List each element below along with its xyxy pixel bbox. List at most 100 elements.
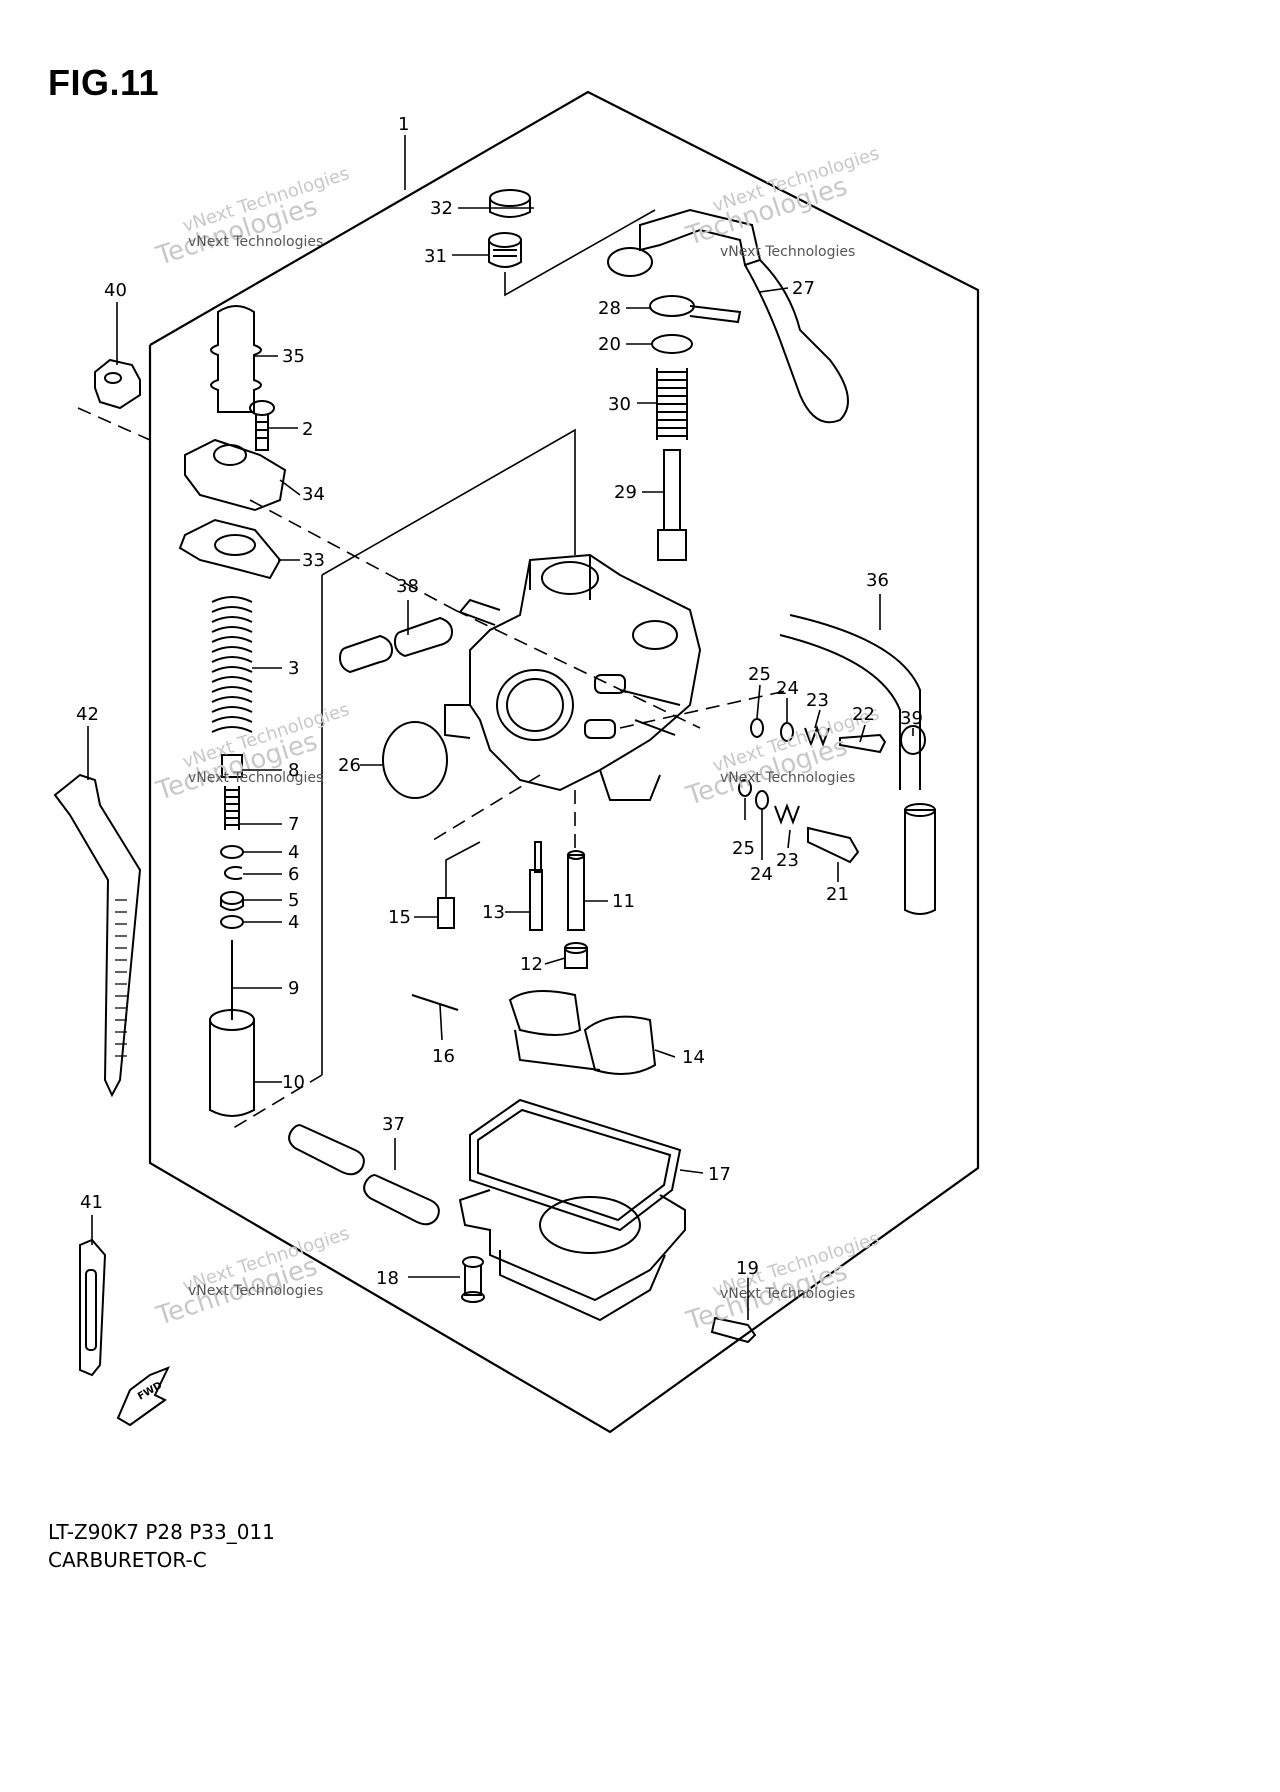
callout-29: 29 xyxy=(614,482,637,503)
fwd-arrow-icon: FWD xyxy=(116,1366,171,1427)
part-6-clip xyxy=(223,866,243,880)
callout-40: 40 xyxy=(104,280,127,301)
assembly-boundary xyxy=(148,90,980,1434)
part-34-top xyxy=(184,438,287,512)
part-40-nut xyxy=(94,358,141,410)
part-2-screw xyxy=(249,400,275,451)
part-22-screw xyxy=(839,733,887,754)
callout-9: 9 xyxy=(288,978,299,999)
callout-21: 21 xyxy=(826,884,849,905)
part-21-screw xyxy=(807,826,860,864)
svg-text:vNext Technologies: vNext Technologies xyxy=(720,244,855,260)
callout-17: 17 xyxy=(708,1164,731,1185)
callout-2: 2 xyxy=(302,419,313,440)
svg-text:vNext Technologies: vNext Technologies xyxy=(188,770,323,786)
callout-11: 11 xyxy=(612,891,635,912)
leader-lines xyxy=(87,207,914,1320)
callout-8: 8 xyxy=(288,760,299,781)
callout-32: 32 xyxy=(430,198,453,219)
part-8-plate xyxy=(221,754,243,778)
part-5-collar xyxy=(220,891,244,911)
callout-16: 16 xyxy=(432,1046,455,1067)
callout-22: 22 xyxy=(852,704,875,725)
part-33-gasket xyxy=(178,518,282,580)
svg-text:vNext Technologies: vNext Technologies xyxy=(720,1286,855,1302)
callout-25a: 25 xyxy=(748,664,771,685)
callout-19: 19 xyxy=(736,1258,759,1279)
part-20-oring xyxy=(651,334,693,354)
part-4-washer-bottom xyxy=(220,915,244,929)
diagram-name: CARBURETOR-C xyxy=(48,1548,207,1572)
svg-text:vNext Technologies: vNext Technologies xyxy=(188,1283,323,1299)
callout-20: 20 xyxy=(598,334,621,355)
svg-text:vNext Technologies: vNext Technologies xyxy=(188,234,323,250)
part-7-spring xyxy=(224,786,240,830)
part-12-main-jet xyxy=(564,942,588,969)
part-36-hose xyxy=(779,614,936,915)
part-24-ring-lower xyxy=(755,790,769,810)
part-35-boot xyxy=(210,305,262,413)
part-38-pipes xyxy=(338,616,454,674)
part-11-emulsion-tube xyxy=(567,850,585,931)
part-27-choke-lever xyxy=(607,208,849,424)
callout-41: 41 xyxy=(80,1192,103,1213)
callout-5: 5 xyxy=(288,890,299,911)
callout-42: 42 xyxy=(76,704,99,725)
callout-7: 7 xyxy=(288,814,299,835)
part-float-bowl xyxy=(458,1189,686,1322)
callout-26: 26 xyxy=(338,755,361,776)
callout-27: 27 xyxy=(792,278,815,299)
part-37-pipe xyxy=(288,1124,440,1226)
callout-38: 38 xyxy=(396,576,419,597)
part-32-cap xyxy=(489,189,531,218)
callout-25b: 25 xyxy=(732,838,755,859)
callout-6: 6 xyxy=(288,864,299,885)
callout-33: 33 xyxy=(302,550,325,571)
part-42-cable-tie xyxy=(53,773,142,1098)
part-25-washer-lower xyxy=(738,779,752,797)
part-16-pin xyxy=(411,994,459,1011)
callout-18: 18 xyxy=(376,1268,399,1289)
callout-4a: 4 xyxy=(288,842,299,863)
callout-3: 3 xyxy=(288,658,299,679)
callout-30: 30 xyxy=(608,394,631,415)
part-24-ring-upper xyxy=(780,722,794,742)
part-10-throttle-valve xyxy=(209,1009,255,1117)
part-19-drain-screw xyxy=(710,1316,757,1344)
callout-24b: 24 xyxy=(750,864,773,885)
diagram-code: LT-Z90K7 P28 P33_011 xyxy=(48,1520,275,1544)
callout-28: 28 xyxy=(598,298,621,319)
alignment-lines xyxy=(77,407,791,855)
part-18-screw xyxy=(461,1256,485,1303)
callout-10: 10 xyxy=(282,1072,305,1093)
callout-24a: 24 xyxy=(776,678,799,699)
part-13-jet-needle xyxy=(529,841,543,931)
part-28-plate xyxy=(649,295,742,324)
callout-4b: 4 xyxy=(288,912,299,933)
callout-12: 12 xyxy=(520,954,543,975)
part-30-spring xyxy=(656,368,688,440)
part-4-washer-top xyxy=(220,845,244,859)
part-23-spring-upper xyxy=(804,725,830,747)
callout-23a: 23 xyxy=(806,690,829,711)
callout-23b: 23 xyxy=(776,850,799,871)
callout-35: 35 xyxy=(282,346,305,367)
callout-1: 1 xyxy=(398,114,409,135)
callout-labels: 1 2 3 4 4 5 6 7 8 9 10 11 12 13 14 15 16… xyxy=(76,114,923,1289)
callout-31: 31 xyxy=(424,246,447,267)
part-15-jet xyxy=(437,897,455,929)
callout-13: 13 xyxy=(482,902,505,923)
figure-label: FIG.11 xyxy=(48,62,160,103)
part-31-plug xyxy=(488,232,522,268)
part-41-clamp xyxy=(79,1238,107,1377)
svg-text:vNext Technologies: vNext Technologies xyxy=(720,770,855,786)
callout-34: 34 xyxy=(302,484,325,505)
part-26-oring xyxy=(382,721,448,799)
part-29-plunger xyxy=(657,449,687,561)
part-39-cap xyxy=(900,725,926,755)
callout-14: 14 xyxy=(682,1047,705,1068)
callout-15: 15 xyxy=(388,907,411,928)
inner-boundary xyxy=(321,428,576,576)
